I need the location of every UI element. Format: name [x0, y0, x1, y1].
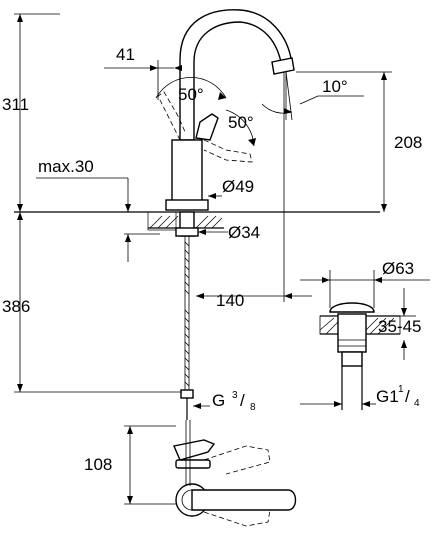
waste-thread-label: G1: [376, 387, 399, 406]
fraction-slash: /: [240, 391, 245, 410]
supply-thread-label: G: [212, 391, 225, 410]
dimension-diameter-49: Ø49: [208, 177, 254, 199]
spout-outlet: [271, 57, 295, 75]
lever-handle: [195, 113, 219, 141]
dimension-311: 311: [2, 13, 60, 212]
waste-fitting: Ø63 35-45 G1 1 /: [300, 259, 430, 410]
lever-position-rear: [203, 139, 253, 163]
supply-hose: [180, 236, 194, 420]
dim-35-45-label: 35-45: [378, 317, 421, 336]
hose-connector: [180, 389, 194, 399]
dim-diameter-63-label: Ø63: [382, 259, 414, 278]
waste-thread-sub: 4: [414, 398, 420, 409]
dimension-140: 140: [196, 72, 312, 310]
spout-top: [191, 489, 297, 511]
faucet-body: [171, 139, 203, 203]
dim-311-label: 311: [2, 95, 29, 114]
dimension-41: 41: [104, 45, 182, 100]
angle-50-rear-label: 50°: [228, 113, 254, 132]
dim-diameter-49-label: Ø49: [222, 177, 254, 196]
angle-50-front-label: 50°: [178, 85, 204, 104]
waste-thread-sup: 1: [398, 384, 404, 395]
faucet-top-view: 108: [84, 420, 297, 527]
dimension-386: 386: [2, 212, 182, 393]
dim-diameter-34-label: Ø34: [228, 223, 260, 242]
supply-thread-sup: 3: [232, 390, 238, 401]
dimension-supply-thread: G 3 / 8: [193, 390, 256, 413]
angle-10-label: 10°: [322, 77, 348, 96]
lever-position-front: [157, 91, 187, 141]
fraction-slash: /: [405, 387, 410, 406]
waste-cap: [329, 302, 375, 313]
dim-41-label: 41: [116, 45, 135, 64]
lever-top: [173, 439, 216, 461]
supply-thread-sub: 8: [250, 402, 256, 413]
base-plate: [165, 199, 209, 211]
waste-tail: [341, 351, 363, 367]
dim-208-label: 208: [394, 133, 422, 152]
lever-swing-down: [203, 497, 271, 527]
angle-annotations: 50° 50°: [155, 77, 256, 147]
dim-386-label: 386: [2, 297, 30, 316]
mounting-nut: [175, 227, 199, 237]
dimension-max30: max.30: [36, 157, 160, 262]
counter-hatch-left: [149, 215, 179, 229]
mounting-section: [147, 211, 224, 237]
dim-108-label: 108: [84, 455, 112, 474]
dimension-208: 208: [296, 71, 422, 212]
dim-max30-label: max.30: [38, 157, 94, 176]
lever-swing-up: [203, 445, 271, 475]
dimension-10deg: 10°: [261, 71, 364, 121]
dim-140-label: 140: [216, 291, 244, 310]
dimension-diameter-34: Ø34: [198, 223, 260, 242]
faucet-elevation: [157, 9, 295, 211]
counter-hatch-right: [195, 215, 223, 229]
lever-top-cap: [175, 459, 211, 469]
